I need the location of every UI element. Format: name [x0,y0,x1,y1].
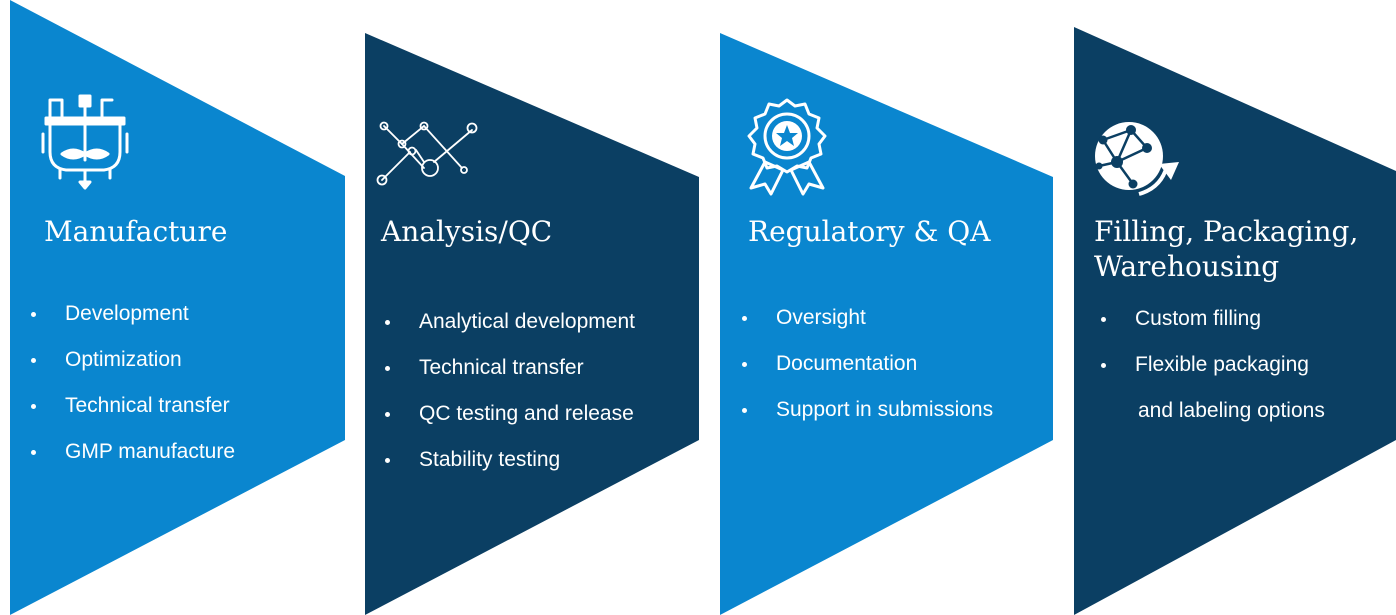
molecule-network-icon [376,121,478,186]
stage-items-analysis-qc: Analytical development Technical transfe… [380,299,635,483]
stage-items-regulatory-qa: Oversight Documentation Support in submi… [737,295,993,433]
stage-title-regulatory-qa: Regulatory & QA [748,215,991,248]
list-item: GMP manufacture [26,429,235,475]
stage-title-manufacture: Manufacture [44,215,228,248]
list-item: Oversight [737,295,993,341]
list-item: QC testing and release [380,391,635,437]
stage-items-filling-packaging: Custom filling Flexible packaging and la… [1096,296,1325,434]
chevron-analysis-qc [365,33,699,615]
award-badge-star-icon [747,98,827,196]
list-item: Technical transfer [26,383,235,429]
chevron-regulatory-qa [720,33,1053,615]
list-item: Analytical development [380,299,635,345]
list-item: Technical transfer [380,345,635,391]
reactor-vessel-icon [41,94,129,190]
list-item: Support in submissions [737,387,993,433]
stage-title-analysis-qc: Analysis/QC [381,215,553,248]
list-item: Development [26,291,235,337]
list-item: Stability testing [380,437,635,483]
globe-network-arrow-icon [1095,122,1179,198]
list-item-continuation: and labeling options [1138,399,1325,422]
list-item: Documentation [737,341,993,387]
list-item: Flexible packaging [1096,342,1325,388]
stage-title-filling-line2: Warehousing [1094,250,1280,283]
stage-items-manufacture: Development Optimization Technical trans… [26,291,235,475]
list-item: Optimization [26,337,235,383]
list-item: Custom filling [1096,296,1325,342]
stage-title-filling-line1: Filling, Packaging, [1094,215,1359,248]
